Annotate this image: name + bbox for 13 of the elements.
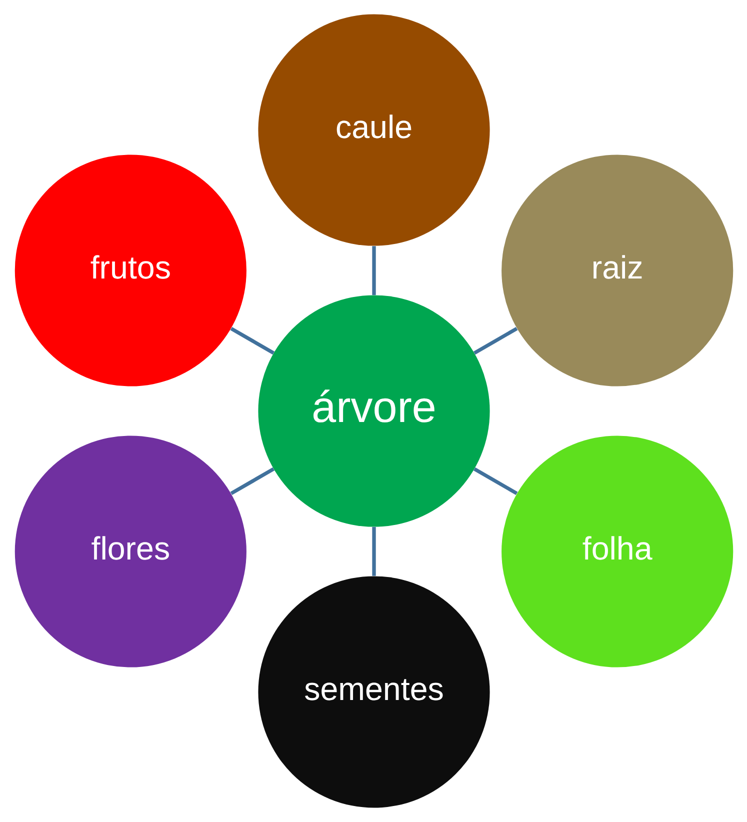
node-circle: folha: [501, 436, 733, 668]
connector: [472, 467, 518, 496]
connector: [372, 246, 376, 296]
node-circle: caule: [258, 14, 490, 246]
node-circle: árvore: [258, 295, 490, 527]
node-circle: frutos: [14, 154, 246, 386]
connector: [372, 526, 376, 576]
node-circle: raiz: [501, 154, 733, 386]
node-circle: sementes: [258, 576, 490, 808]
node-circle: flores: [14, 436, 246, 668]
connector: [472, 326, 518, 355]
connector: [230, 326, 274, 355]
connector: [230, 467, 274, 496]
